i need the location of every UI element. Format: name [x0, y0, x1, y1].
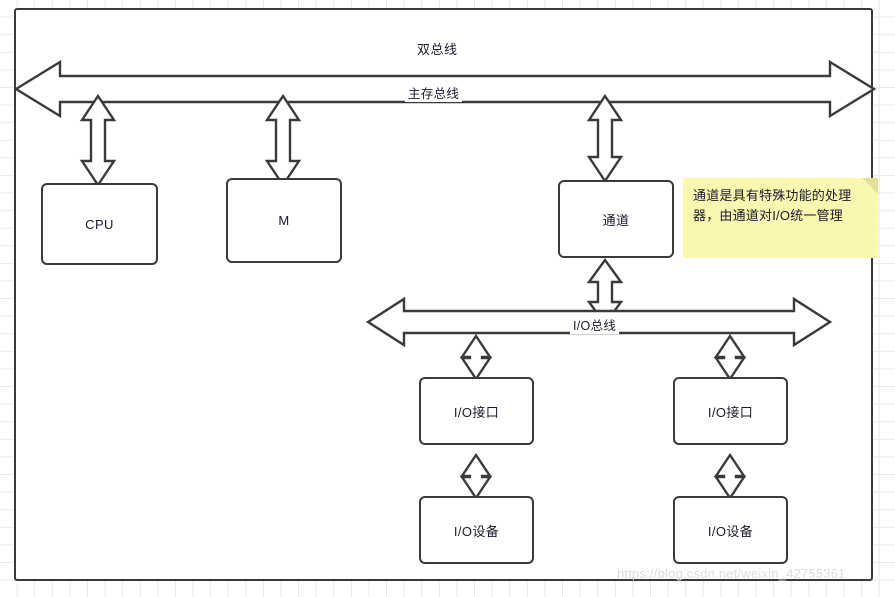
node-io-device-left-label: I/O设备 — [453, 523, 500, 539]
node-memory-label: M — [278, 213, 290, 228]
node-io-interface-right-label: I/O接口 — [707, 404, 754, 420]
watermark: https://blog.csdn.net/weixin_42755361 — [617, 566, 846, 581]
diagram-title: 双总线 — [417, 42, 458, 57]
node-io-device-left[interactable]: I/O设备 — [419, 496, 534, 564]
node-channel-label: 通道 — [602, 212, 630, 228]
note-fold-corner-icon — [862, 178, 878, 194]
io-bus-label: I/O总线 — [570, 315, 620, 334]
annotation-note-text: 通道是具有特殊功能的处理器，由通道对I/O统一管理 — [693, 188, 852, 224]
node-cpu-label: CPU — [85, 216, 114, 232]
annotation-note[interactable]: 通道是具有特殊功能的处理器，由通道对I/O统一管理 — [683, 178, 878, 258]
node-io-device-right-label: I/O设备 — [707, 523, 754, 539]
main-memory-bus-label: 主存总线 — [405, 83, 463, 102]
node-channel[interactable]: 通道 — [558, 180, 674, 258]
node-io-device-right[interactable]: I/O设备 — [673, 496, 788, 564]
node-memory[interactable]: M — [226, 178, 342, 263]
node-io-interface-right[interactable]: I/O接口 — [673, 377, 788, 445]
node-io-interface-left[interactable]: I/O接口 — [419, 377, 534, 445]
node-cpu[interactable]: CPU — [41, 183, 158, 265]
node-io-interface-left-label: I/O接口 — [453, 404, 500, 420]
